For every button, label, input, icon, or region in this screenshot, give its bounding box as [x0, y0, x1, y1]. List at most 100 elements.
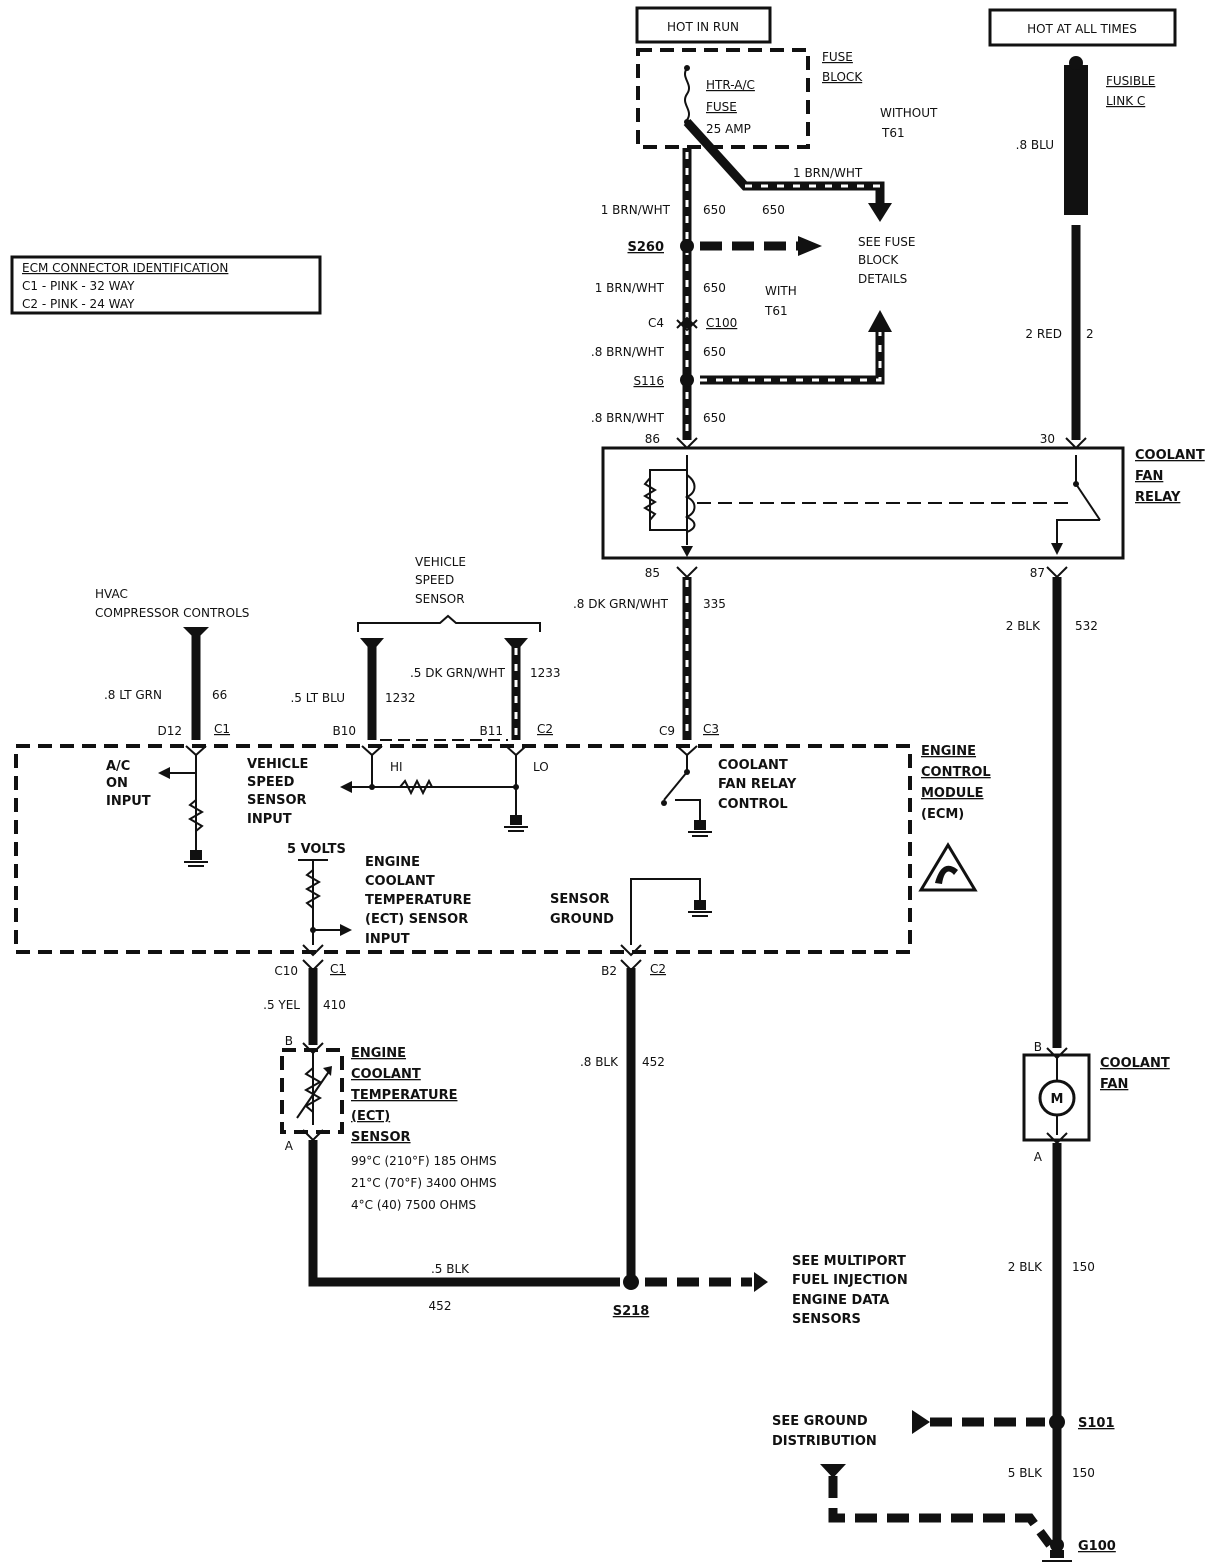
c4-label: C4 [648, 316, 664, 330]
ecm-conn-c2: C2 [650, 962, 666, 976]
vss-lo: LO [533, 760, 549, 774]
hot-in-run-box [635, 6, 772, 44]
branch-wire-size: 1 BRN/WHT [793, 166, 863, 180]
fuse-name: HTR-A/C [706, 78, 755, 92]
w3-size: .8 BRN/WHT [591, 345, 665, 359]
ecm-pin-c9: C9 [659, 724, 675, 738]
w87-circuit: 532 [1075, 619, 1098, 633]
splice-s101-label: S101 [1078, 1416, 1115, 1431]
hot-at-all-times-box [988, 8, 1177, 47]
ect-spec-1: 99°C (210°F) 185 OHMS [351, 1154, 497, 1168]
vss-resistor-icon [399, 778, 433, 796]
vss-w1-circuit: 1232 [385, 691, 416, 705]
with-t61-2: T61 [764, 304, 788, 318]
ect-input-4: (ECT) SENSOR [365, 912, 468, 927]
ect-spec-3: 4°C (40) 7500 OHMS [351, 1198, 476, 1212]
ect-pullup-resistor-icon [305, 869, 321, 909]
vss-input-3: SENSOR [247, 793, 307, 808]
fan-w2-circuit: 150 [1072, 1466, 1095, 1480]
sensor-ground-2: GROUND [550, 912, 614, 927]
mpfi-see-3: ENGINE DATA [792, 1293, 889, 1308]
relay-pin-30: 30 [1040, 432, 1055, 446]
mpfi-see-4: SENSORS [792, 1312, 861, 1327]
s218-arrow-icon [754, 1272, 768, 1292]
fusible-link [1064, 65, 1088, 215]
vss-conn: C2 [537, 722, 553, 736]
hvac-conn: C1 [214, 722, 230, 736]
fuse-block-title-2: BLOCK [822, 70, 863, 84]
fan-pin-b: B [1034, 1040, 1042, 1054]
w4-circuit: 650 [703, 411, 726, 425]
splice-s101 [1049, 1414, 1065, 1430]
see-fuse-2: BLOCK [858, 253, 899, 267]
sensor-ground-icon [688, 900, 712, 917]
ecm-conn-c1: C1 [330, 962, 346, 976]
fan-control-1: COOLANT [718, 758, 788, 773]
coolant-fan-relay-box [601, 446, 1125, 560]
gnd-bottom-circuit: 452 [429, 1299, 452, 1313]
ect-pin-a: A [285, 1139, 294, 1153]
w1-size: 1 BRN/WHT [601, 203, 671, 217]
wire-452-ect [308, 1140, 620, 1287]
ecm-id-box [10, 255, 322, 315]
w3-circuit: 650 [703, 345, 726, 359]
s116-arrow-icon [868, 310, 892, 332]
fan-control-3: CONTROL [718, 797, 788, 812]
ect-title-3: TEMPERATURE [351, 1088, 457, 1103]
vss-w1-size: .5 LT BLU [290, 691, 345, 705]
ect-pin-b: B [285, 1034, 293, 1048]
ecm-title-1: ENGINE [921, 744, 976, 759]
relay-resistor-icon [643, 477, 657, 521]
vss-input-1: VEHICLE [247, 757, 308, 772]
splice-s116-label: S116 [633, 374, 664, 388]
fuse-label: FUSE [706, 100, 737, 114]
w87-size: 2 BLK [1006, 619, 1041, 633]
ecm-title-2: CONTROL [921, 765, 991, 780]
fuse-block-title-1: FUSE [822, 50, 853, 64]
coolant-fan-box [1022, 1053, 1091, 1142]
ecm-title-3: MODULE [921, 786, 984, 801]
gnd-bottom-size: .5 BLK [431, 1262, 470, 1276]
fan-motor-letter: M [1051, 1092, 1064, 1107]
ect-sensor-outline [280, 1048, 344, 1134]
mpfi-see-2: FUEL INJECTION [792, 1273, 908, 1288]
without-t61-2: T61 [881, 126, 905, 140]
see-ground-1: SEE GROUND [772, 1414, 868, 1429]
ecm-id-c1: C1 - PINK - 32 WAY [22, 279, 135, 293]
fan-control-2: FAN RELAY [718, 777, 797, 792]
ac-resistor-icon [188, 799, 204, 832]
five-volts: 5 VOLTS [287, 842, 346, 857]
w2-circuit: 650 [703, 281, 726, 295]
fusible-wire-top: .8 BLU [1016, 138, 1054, 152]
ecm-id-c2: C2 - PINK - 24 WAY [22, 297, 135, 311]
branch-arrow-icon [868, 203, 892, 222]
w2-size: 1 BRN/WHT [595, 281, 665, 295]
ect-w-top-circuit: 410 [323, 998, 346, 1012]
ecm-pin-b2: B2 [601, 964, 617, 978]
fan-w-circuit: 150 [1072, 1260, 1095, 1274]
gnd-w-circuit: 452 [642, 1055, 665, 1069]
hot-at-all-times-label: HOT AT ALL TIMES [1027, 22, 1137, 36]
wire-red-size: 2 RED [1025, 327, 1062, 341]
ect-title-2: COOLANT [351, 1067, 421, 1082]
fan-w2-size: 5 BLK [1008, 1466, 1043, 1480]
ecm-outline [14, 744, 912, 954]
hvac-wire-size: .8 LT GRN [104, 688, 162, 702]
ecm-title-4: (ECM) [921, 807, 964, 822]
vss-label-1: VEHICLE [415, 555, 466, 569]
relay-title-3: RELAY [1135, 490, 1181, 505]
ect-title-1: ENGINE [351, 1046, 406, 1061]
relay-title-2: FAN [1135, 469, 1163, 484]
c100-label: C100 [706, 316, 737, 330]
hvac-pin: D12 [157, 724, 182, 738]
fan-motor-icon [1038, 1079, 1076, 1117]
ect-title-4: (ECT) [351, 1109, 390, 1124]
fuse-block-outline [636, 48, 810, 149]
vss-hi: HI [390, 760, 403, 774]
ac-label-1: A/C [106, 759, 130, 774]
ect-w-top-size: .5 YEL [263, 998, 300, 1012]
with-t61-1: WITH [765, 284, 797, 298]
s116-branch-wire [700, 330, 885, 385]
relay-pin-87: 87 [1030, 566, 1045, 580]
